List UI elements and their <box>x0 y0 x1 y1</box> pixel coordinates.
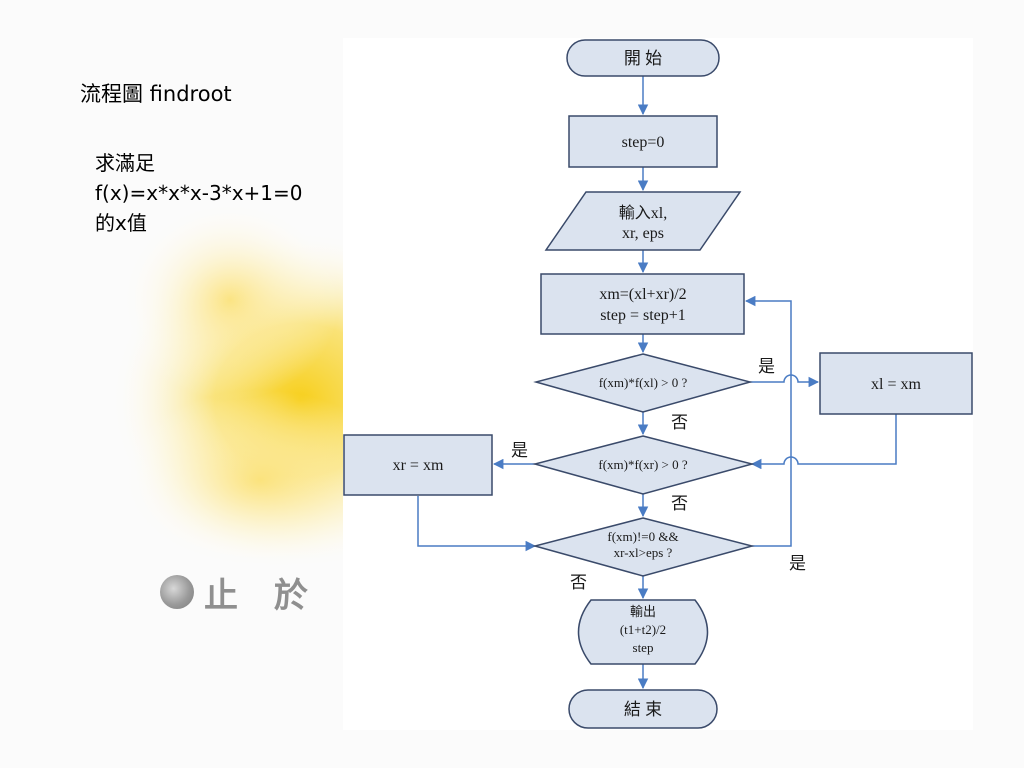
watermark-text: 止 於 至 <box>204 575 350 616</box>
assign-xr-box: xr = xm <box>343 434 493 496</box>
assign-xr-label: xr = xm <box>393 457 444 474</box>
assign-xl-box: xl = xm <box>819 352 973 415</box>
assign-xl-label: xl = xm <box>871 376 921 393</box>
start-label: 開 始 <box>624 49 662 68</box>
init-label: step=0 <box>622 134 665 151</box>
cond1-no-label: 否 <box>671 413 688 432</box>
input-label-line: 輸入xl, <box>619 204 667 222</box>
connectors <box>417 76 897 690</box>
cond3-no-label: 否 <box>570 573 587 592</box>
description-equation: f(x)=x*x*x-3*x+1=0 <box>95 181 303 205</box>
end-node: 結 束 <box>568 689 718 729</box>
cond3-label-line: xr-xl>eps ? <box>614 545 673 560</box>
compute-label-line: xm=(xl+xr)/2 <box>599 286 686 303</box>
output-node: 輸出 (t1+t2)/2 step <box>577 599 709 665</box>
decision-cond3: f(xm)!=0 && xr-xl>eps ? <box>532 517 755 577</box>
input-label-line: xr, eps <box>622 225 664 242</box>
description-line: 求滿足 <box>95 151 155 175</box>
cond1-label: f(xm)*f(xl) > 0 ? <box>599 375 688 390</box>
cond3-label-line: f(xm)!=0 && <box>607 529 678 544</box>
decision-cond1: f(xm)*f(xl) > 0 ? <box>533 353 753 413</box>
problem-description: 求滿足 f(x)=x*x*x-3*x+1=0 的x值 <box>95 148 303 238</box>
arrow-loop-back <box>744 295 792 547</box>
cond2-yes-label: 是 <box>511 441 528 460</box>
slide-title: 流程圖 findroot <box>80 82 232 106</box>
logo-icon <box>160 575 194 609</box>
flowchart-panel: 開 始 step=0 輸入xl, xr, eps xm=(xl+xr)/2 st… <box>343 38 973 730</box>
decision-cond2: f(xm)*f(xr) > 0 ? <box>532 435 755 495</box>
arrow-xl-return <box>750 412 897 470</box>
arrow-xr-return <box>417 496 537 552</box>
cond1-yes-label: 是 <box>758 357 775 376</box>
cond2-no-label: 否 <box>671 494 688 513</box>
init-box: step=0 <box>568 115 718 168</box>
end-label: 結 束 <box>624 700 662 719</box>
cond3-yes-label: 是 <box>789 554 806 573</box>
start-node: 開 始 <box>566 39 720 77</box>
output-label-line: 輸出 <box>630 604 656 619</box>
compute-box: xm=(xl+xr)/2 step = step+1 <box>540 273 745 335</box>
cond2-label: f(xm)*f(xr) > 0 ? <box>598 457 687 472</box>
input-parallelogram: 輸入xl, xr, eps <box>544 191 742 251</box>
arrow-cond1-yes <box>750 374 820 388</box>
compute-label-line: step = step+1 <box>600 307 686 324</box>
output-label-line: (t1+t2)/2 <box>620 622 666 637</box>
output-label-line: step <box>633 640 654 655</box>
watermark: 止 於 至 <box>160 562 350 622</box>
flowchart: 開 始 step=0 輸入xl, xr, eps xm=(xl+xr)/2 st… <box>343 39 973 729</box>
branch-labels: 是 否 是 否 是 否 <box>511 357 806 592</box>
description-line: 的x值 <box>95 211 147 235</box>
